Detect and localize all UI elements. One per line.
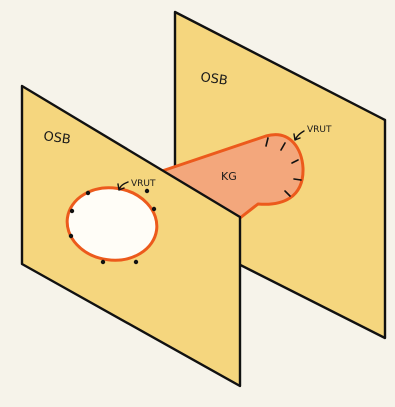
- kg-pipe: [162, 134, 304, 218]
- front-annotation-label: VRUT: [131, 179, 156, 189]
- back-ring-ticks: [265, 137, 302, 197]
- front-pipe-hole: [65, 186, 159, 262]
- front-annotation-arrow: [117, 181, 129, 191]
- kg-label: KG: [221, 170, 237, 183]
- back-annotation-arrow: [293, 130, 305, 141]
- hole-marker-dots: [68, 188, 157, 265]
- back-annotation-label: VRUT: [307, 125, 332, 135]
- back-panel-label: OSB: [199, 70, 228, 89]
- front-panel-label: OSB: [42, 129, 71, 148]
- kg-pipe-edge: [160, 133, 305, 220]
